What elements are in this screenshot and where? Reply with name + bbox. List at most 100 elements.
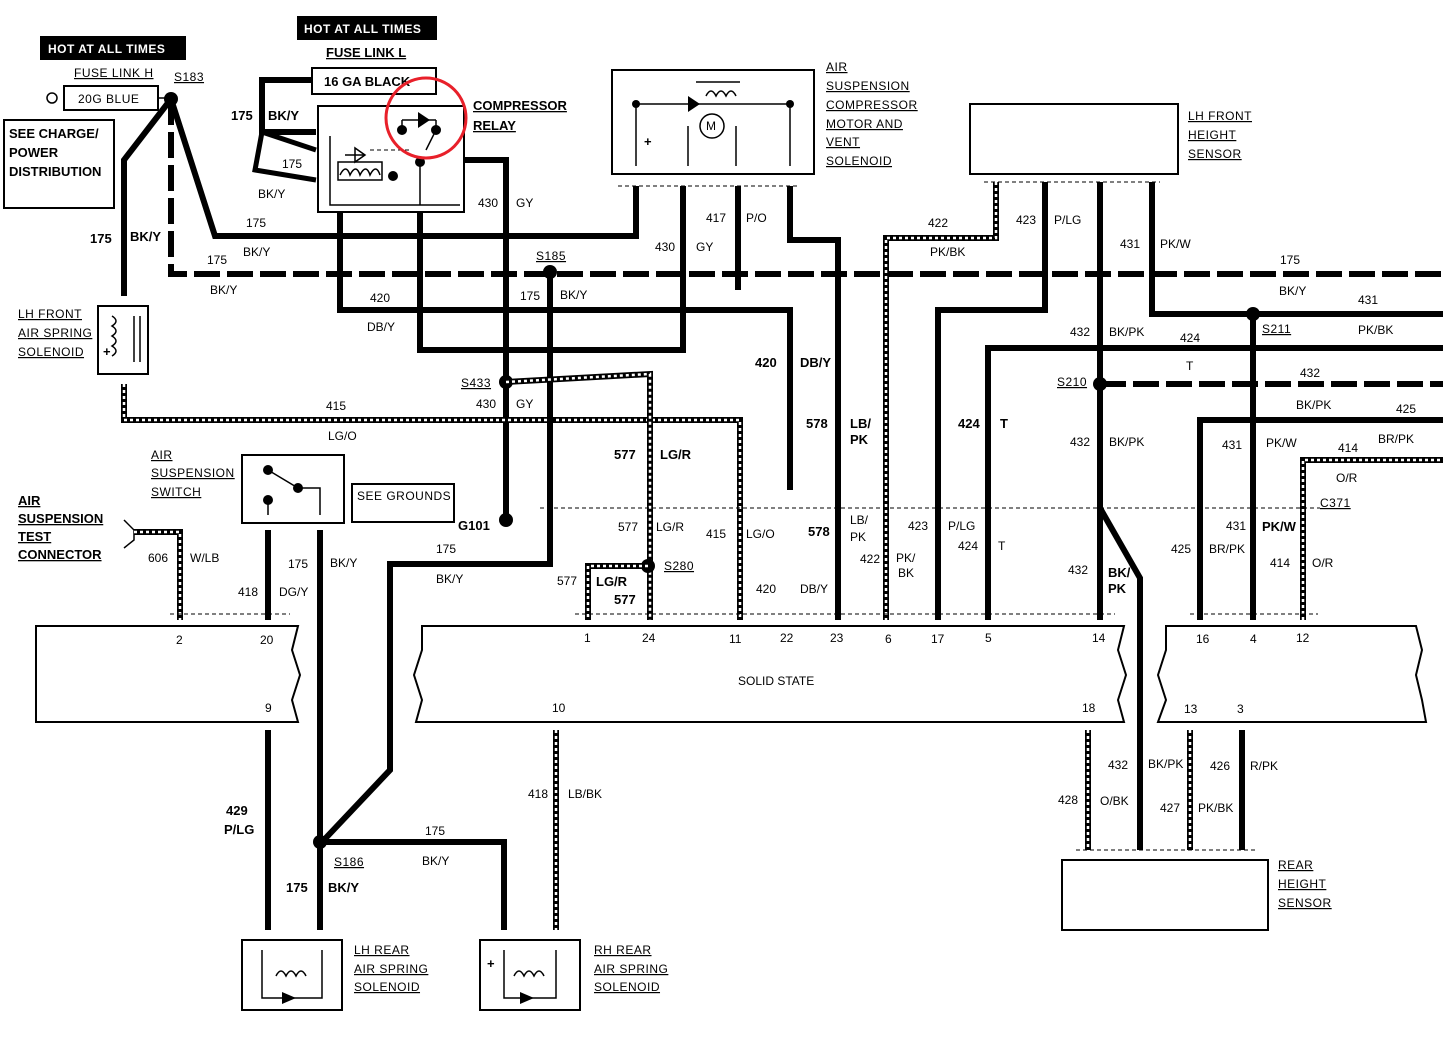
compressor-relay-line-1: COMPRESSOR [473, 98, 568, 113]
wire-415-lgo-stripe [122, 384, 742, 620]
main-module-label: SOLID STATE [738, 674, 814, 688]
wire-424-color-b: T [1000, 416, 1008, 431]
see-grounds-label: SEE GROUNDS [357, 489, 451, 503]
ground-g101 [499, 513, 513, 527]
wire-175-color-a: BK/Y [268, 108, 299, 123]
main-pin-17: 17 [931, 632, 945, 646]
wire-420-label-b: 420 [755, 355, 777, 370]
wire-175-label-j: 175 [286, 880, 308, 895]
wire-577-color-b: LG/R [656, 520, 684, 534]
wire-175-color-i: BK/Y [330, 556, 357, 570]
wire-175-label-i: 175 [288, 557, 308, 571]
wire-428-color: O/BK [1100, 794, 1129, 808]
wire-432-color-e: BK/PK [1148, 757, 1183, 771]
wire-577-label-c: 577 [614, 592, 636, 607]
wire-417-label: 417 [706, 211, 726, 225]
lh-front-spring-line-3: SOLENOID [18, 345, 84, 359]
wire-577-color-a: LG/R [660, 447, 692, 462]
charge-line-3: DISTRIBUTION [9, 164, 101, 179]
wire-423-color-a: P/LG [1054, 213, 1081, 227]
rh-rear-spring-diode-icon [520, 992, 534, 1004]
main-pin-24: 24 [642, 631, 656, 645]
lh-front-height-line-1: LH FRONT [1188, 109, 1252, 123]
relay-switch-arm [425, 129, 437, 151]
wire-427-color: PK/BK [1198, 801, 1233, 815]
wire-431-color-b: PK/BK [1358, 323, 1393, 337]
lh-front-spring-core [133, 316, 141, 362]
wire-427-label: 427 [1160, 801, 1180, 815]
motor-line-6: SOLENOID [826, 154, 892, 168]
lh-front-spring-line-1: LH FRONT [18, 307, 82, 321]
wire-420-color-a: DB/Y [367, 320, 395, 334]
wire-577-label-b: 577 [618, 520, 638, 534]
compressor-motor-box [611, 69, 815, 175]
wire-175-label-h: 175 [436, 542, 456, 556]
splice-s433-label: S433 [461, 376, 491, 390]
wire-415-label-a: 415 [326, 399, 346, 413]
lh-rear-spring-diode-icon [282, 992, 296, 1004]
relay-switch-diode-icon [418, 112, 430, 128]
wire-175-color-j: BK/Y [328, 880, 359, 895]
motor-internal-frame [635, 103, 791, 166]
wire-422-label-b: 422 [860, 552, 880, 566]
hot-label-left-text: HOT AT ALL TIMES [48, 42, 165, 56]
wire-431-color-a: PK/W [1160, 237, 1191, 251]
fuse-link-l-wire [259, 77, 312, 112]
relay-coil [337, 161, 383, 181]
wire-606-wlb-stripe [134, 530, 182, 620]
rear-height-line-3: SENSOR [1278, 896, 1332, 910]
switch-line-3: SWITCH [151, 485, 201, 499]
wire-430-color-b: GY [696, 240, 713, 254]
wire-424-color-a: T [1186, 359, 1194, 373]
wire-423-label-a: 423 [1016, 213, 1036, 227]
motor-vent-coil [705, 90, 737, 98]
wire-430-color-a: GY [516, 196, 533, 210]
main-pin-10: 10 [552, 701, 566, 715]
connector-c371-label: C371 [1320, 496, 1351, 510]
relay-coil-winding [339, 168, 381, 177]
wire-429-color: P/LG [224, 822, 254, 837]
wire-175-s185 [319, 272, 553, 845]
test-connector-line-2: SUSPENSION [18, 511, 103, 526]
wire-175-label-k: 175 [425, 824, 445, 838]
wire-431-color-c: PK/W [1266, 436, 1297, 450]
wire-175-left-drop [121, 97, 174, 296]
wire-175-label-g: 175 [520, 289, 540, 303]
wire-422-color-b2: BK [898, 566, 914, 580]
wire-432-color-c: BK/PK [1296, 398, 1331, 412]
wire-415-color-b: LG/O [746, 527, 775, 541]
wire-175-label-f: 175 [90, 231, 112, 246]
wire-430-label-c: 430 [476, 397, 496, 411]
rear-height-sensor-box [1061, 859, 1269, 931]
fuse-link-h-box [63, 85, 159, 111]
wire-175-label-e: 175 [1280, 253, 1300, 267]
wire-175-color-e: BK/Y [1279, 284, 1306, 298]
test-connector-line-1: AIR [18, 493, 41, 508]
splice-s211-label: S211 [1262, 322, 1291, 336]
main-pin-1: 1 [584, 631, 591, 645]
charge-line-1: SEE CHARGE/ [9, 126, 99, 141]
wire-175-color-f: BK/Y [130, 229, 161, 244]
wire-424-label-a: 424 [1180, 331, 1200, 345]
rh-rear-line-1: RH REAR [594, 943, 652, 957]
wire-606-wlb [134, 529, 183, 620]
motor-line-4: MOTOR AND [826, 117, 903, 131]
fuse-link-l-name: FUSE LINK L [326, 45, 406, 60]
wire-431-label-d: 431 [1226, 519, 1246, 533]
fuse-link-h-name: FUSE LINK H [74, 66, 154, 80]
main-module-box [412, 625, 1128, 723]
wire-423-plg [935, 182, 1048, 620]
wire-430-label-b: 430 [655, 240, 675, 254]
splice-s186-label: S186 [334, 855, 364, 869]
switch-line-1: AIR [151, 448, 173, 462]
left-pin-2: 2 [176, 633, 183, 647]
wire-414-label-b: 414 [1270, 556, 1290, 570]
wire-414-or [1300, 457, 1443, 620]
compressor-relay-box [317, 105, 465, 213]
wire-175-color-k: BK/Y [422, 854, 449, 868]
wire-577-branch-stripe [586, 564, 648, 620]
wire-418-label-a: 418 [238, 585, 258, 599]
lh-rear-line-3: SOLENOID [354, 980, 420, 994]
wire-428-label: 428 [1058, 793, 1078, 807]
wire-577-lgr-stripe [505, 372, 652, 620]
